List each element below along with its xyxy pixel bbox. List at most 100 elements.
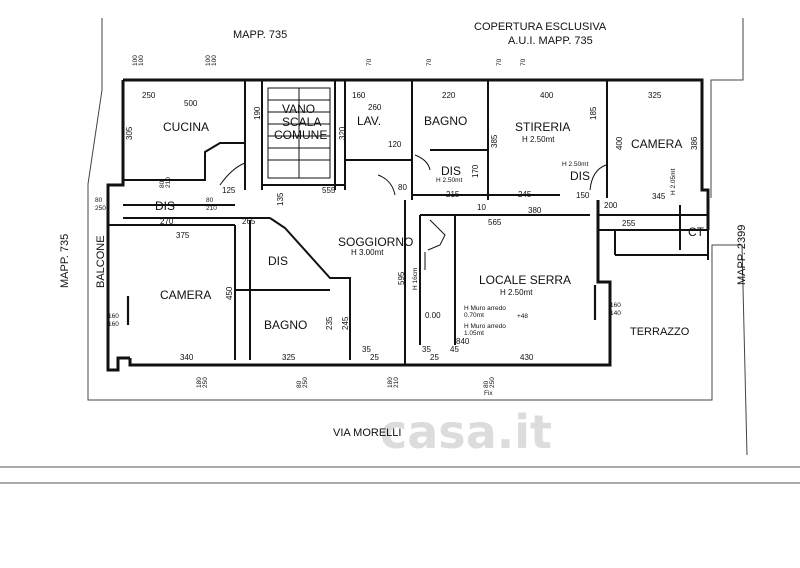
mapp-left-label: MAPP. 735 bbox=[59, 234, 71, 288]
opening: 160 bbox=[108, 321, 119, 328]
interior-walls bbox=[108, 80, 709, 365]
room-stireria: STIRERIA bbox=[515, 120, 570, 134]
dim: 10 bbox=[477, 203, 486, 212]
opening: 100 bbox=[138, 55, 145, 66]
room-dis-small-height: H 2.50mt bbox=[436, 177, 463, 184]
dim: 25 bbox=[430, 353, 439, 362]
dim: 430 bbox=[520, 353, 534, 362]
mapp-top-label: MAPP. 735 bbox=[233, 29, 287, 41]
dim: 190 bbox=[253, 106, 262, 120]
room-dis-right-height: H 2.50mt bbox=[562, 161, 589, 168]
dim: 375 bbox=[176, 231, 190, 240]
dim: 120 bbox=[388, 140, 402, 149]
room-vano-2: SCALA bbox=[282, 115, 321, 129]
opening: 80 bbox=[483, 380, 490, 388]
copertura-label-1: COPERTURA ESCLUSIVA bbox=[474, 21, 607, 33]
dim: 125 bbox=[222, 186, 236, 195]
dim: 185 bbox=[589, 106, 598, 120]
dim: 380 bbox=[528, 206, 542, 215]
dim: 840 bbox=[456, 337, 470, 346]
dim: 270 bbox=[160, 217, 174, 226]
balcone-label: BALCONE bbox=[95, 235, 107, 288]
dim: 385 bbox=[490, 134, 499, 148]
dim: 450 bbox=[225, 286, 234, 300]
opening: 160 bbox=[108, 313, 119, 320]
opening: 80 bbox=[206, 197, 214, 204]
dim: 345 bbox=[652, 192, 666, 201]
opening: 80 bbox=[296, 380, 303, 388]
room-dis-left: DIS bbox=[155, 199, 175, 213]
dim: 555 bbox=[322, 186, 336, 195]
dim: 595 bbox=[397, 271, 406, 285]
dim: 0.00 bbox=[425, 311, 441, 320]
opening: 180 bbox=[387, 377, 394, 388]
dim: 305 bbox=[125, 126, 134, 140]
room-dis-mid: DIS bbox=[268, 254, 288, 268]
dim: 135 bbox=[276, 192, 285, 206]
dim: 200 bbox=[604, 201, 618, 210]
opening: 70 bbox=[520, 58, 527, 66]
room-soggiorno: SOGGIORNO bbox=[338, 235, 413, 249]
dim: 215 bbox=[446, 190, 460, 199]
opening: 180 bbox=[196, 377, 203, 388]
dim: 80 bbox=[398, 183, 407, 192]
room-ct: CT bbox=[688, 225, 705, 239]
dim: 235 bbox=[325, 316, 334, 330]
page-rules bbox=[0, 466, 800, 484]
opening: 210 bbox=[393, 377, 400, 388]
opening: 250 bbox=[202, 377, 209, 388]
dim: 255 bbox=[622, 219, 636, 228]
dim: 160 bbox=[352, 91, 366, 100]
dim: 25 bbox=[370, 353, 379, 362]
opening: 100 bbox=[205, 55, 212, 66]
room-cucina: CUCINA bbox=[163, 120, 209, 134]
dim: 35 bbox=[362, 345, 371, 354]
room-locale-serra: LOCALE SERRA bbox=[479, 273, 571, 287]
opening: 100 bbox=[211, 55, 218, 66]
room-lav: LAV. bbox=[357, 114, 381, 128]
dim: 150 bbox=[576, 191, 590, 200]
dim: 400 bbox=[615, 136, 624, 150]
note-h205: H 2.05mt bbox=[670, 168, 677, 195]
dimensions: 250 500 160 260 220 400 325 305 190 320 … bbox=[125, 91, 699, 362]
dim: 325 bbox=[282, 353, 296, 362]
dim: 220 bbox=[442, 91, 456, 100]
room-dis-small: DIS bbox=[441, 164, 461, 178]
dim: 260 bbox=[368, 103, 382, 112]
room-stireria-height: H 2.50mt bbox=[522, 135, 555, 144]
note-muro-1a: H Muro arredo bbox=[464, 305, 506, 312]
room-bagno-bottom: BAGNO bbox=[264, 318, 307, 332]
via-label: VIA MORELLI bbox=[333, 427, 401, 439]
stair bbox=[267, 87, 331, 179]
dim: 245 bbox=[518, 190, 532, 199]
dim: 340 bbox=[180, 353, 194, 362]
mapp-right-label: MAPP. 2399 bbox=[736, 225, 748, 285]
windows bbox=[126, 78, 650, 367]
dim: 170 bbox=[471, 164, 480, 178]
room-vano-3: COMUNE bbox=[274, 128, 327, 142]
opening: 70 bbox=[366, 58, 373, 66]
opening: 250 bbox=[302, 377, 309, 388]
dim: +48 bbox=[517, 313, 528, 320]
room-vano-1: VANO bbox=[282, 102, 315, 116]
room-locale-serra-height: H 2.50mt bbox=[500, 288, 533, 297]
opening: 210 bbox=[165, 177, 172, 188]
opening: 100 bbox=[132, 55, 139, 66]
dim: 565 bbox=[488, 218, 502, 227]
note-muro-1b: 0.70mt bbox=[464, 312, 484, 319]
opening: 140 bbox=[610, 310, 621, 317]
note-muro-2a: H Muro arredo bbox=[464, 323, 506, 330]
room-soggiorno-height: H 3.00mt bbox=[351, 248, 384, 257]
opening: 80 bbox=[159, 180, 166, 188]
opening: 210 bbox=[206, 205, 217, 212]
room-camera-left: CAMERA bbox=[160, 288, 211, 302]
opening: 250 bbox=[489, 377, 496, 388]
step-detail bbox=[424, 219, 446, 270]
opening: Fix bbox=[484, 390, 493, 397]
opening-sizes: 100 100 100 100 70 70 70 70 80 250 80 21… bbox=[95, 55, 621, 397]
dim: 325 bbox=[648, 91, 662, 100]
doors bbox=[219, 154, 607, 196]
dim: 500 bbox=[184, 99, 198, 108]
terrazzo-label: TERRAZZO bbox=[630, 326, 690, 338]
